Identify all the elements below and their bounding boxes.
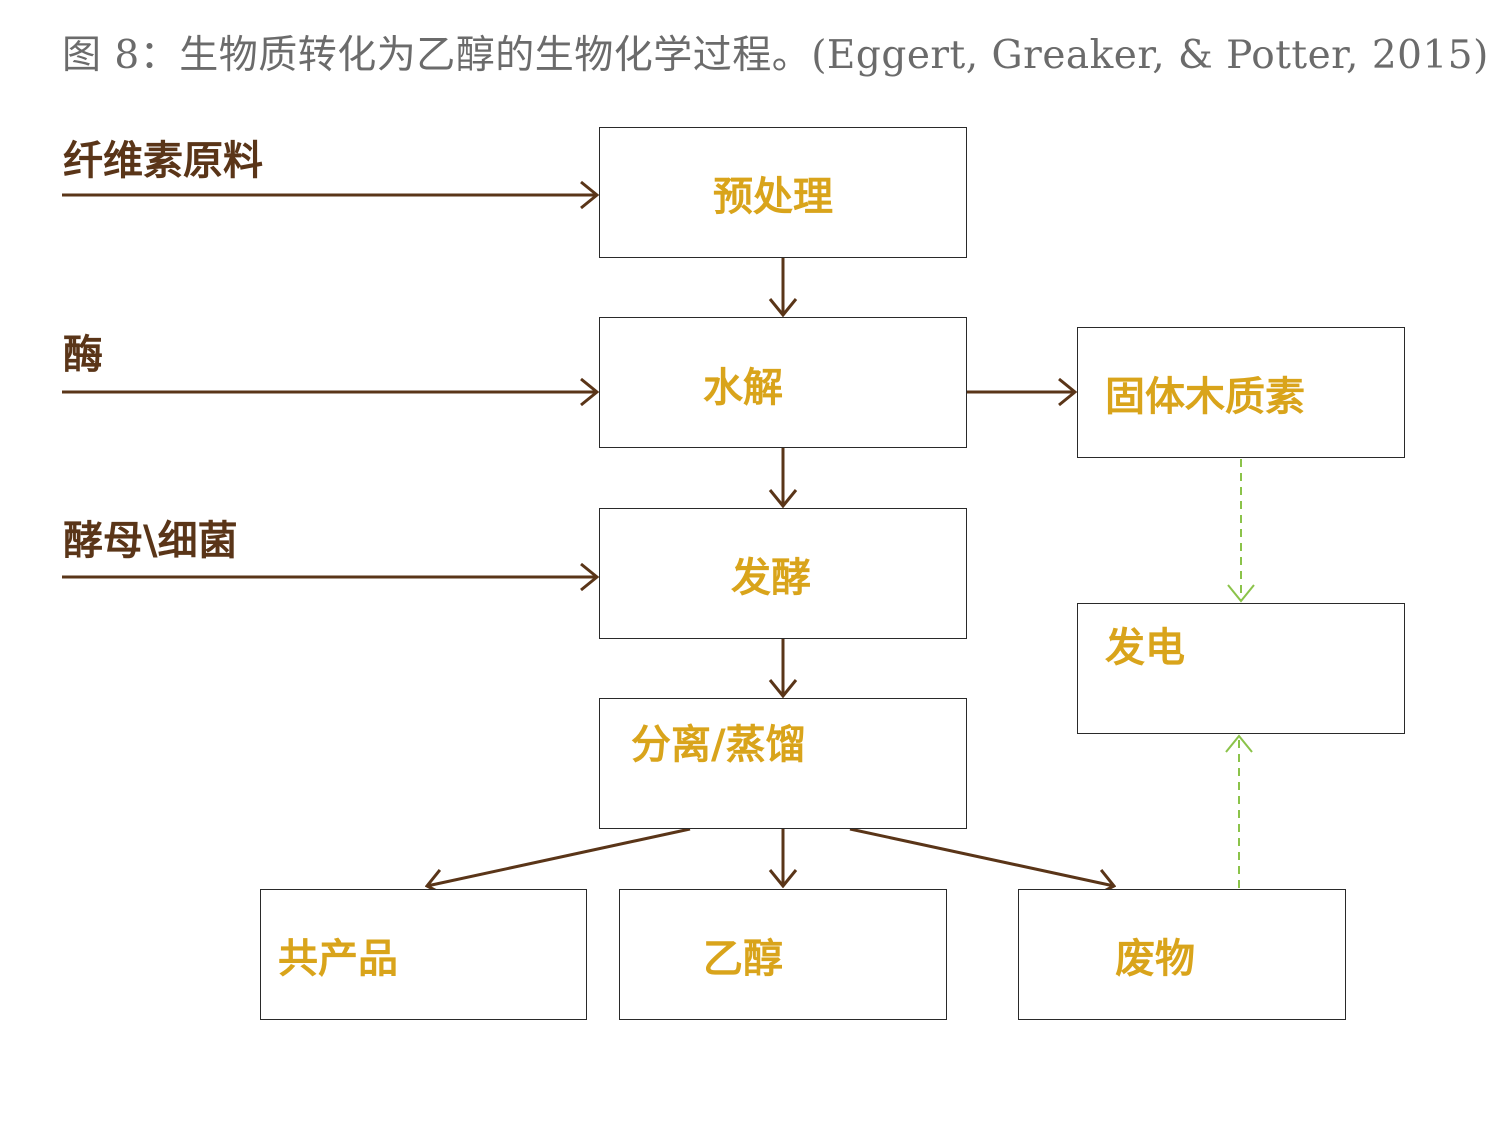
arrow-separation-to-waste (849, 827, 1114, 886)
node-hydrolysis (599, 317, 967, 448)
node-power-label: 发电 (1105, 625, 1185, 671)
node-lignin (1077, 327, 1405, 458)
node-separation (599, 698, 967, 829)
node-power (1077, 603, 1405, 734)
input-label-yeast: 酵母\细菌 (63, 518, 238, 564)
node-separation-label: 分离/蒸馏 (631, 722, 806, 768)
node-pretreatment (599, 127, 967, 258)
node-fermentation-label: 发酵 (731, 555, 811, 601)
node-hydrolysis-label: 水解 (703, 365, 783, 411)
node-ethanol (619, 889, 947, 1020)
node-waste-label: 废物 (1115, 936, 1195, 982)
node-waste (1018, 889, 1346, 1020)
node-pretreatment-label: 预处理 (713, 174, 833, 220)
input-label-enzyme: 酶 (63, 332, 103, 378)
figure-caption: 图 8：生物质转化为乙醇的生物化学过程。(Eggert, Greaker, & … (62, 33, 1489, 78)
node-coproducts (260, 889, 587, 1020)
node-fermentation (599, 508, 967, 639)
input-label-feedstock: 纤维素原料 (63, 138, 263, 184)
node-lignin-label: 固体木质素 (1105, 374, 1305, 420)
node-coproducts-label: 共产品 (278, 936, 398, 982)
node-ethanol-label: 乙醇 (703, 936, 783, 982)
arrow-separation-to-coproducts (427, 827, 691, 886)
